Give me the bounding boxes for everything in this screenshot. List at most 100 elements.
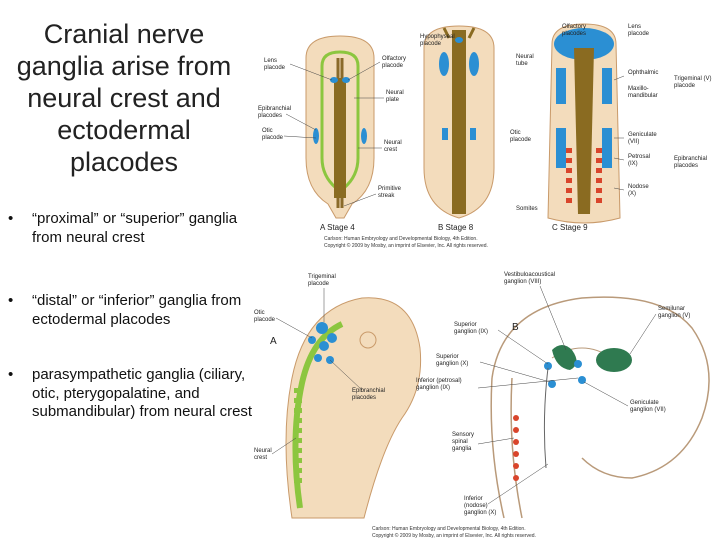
fig-label: Trigeminal — [308, 274, 336, 280]
fig-label: Nodose — [628, 184, 649, 190]
fig-label: placode — [420, 41, 442, 47]
svg-text:Geniculate(VII): Geniculate(VII) — [628, 132, 657, 145]
fig-label: Petrosal — [628, 154, 650, 160]
fig-label: Otic — [254, 310, 265, 316]
svg-text:Petrosal(IX): Petrosal(IX) — [628, 154, 650, 167]
figure-credit: Carlson: Human Embryology and Developmen… — [324, 236, 478, 242]
fig-label: Neural — [386, 90, 404, 96]
figure-credit: Copyright © 2009 by Mosby, an imprint of… — [372, 532, 536, 539]
fig-label: Vestibuloacoustical — [504, 272, 555, 278]
fig-label: placode — [674, 83, 696, 89]
fig-label: ganglion (VIII) — [504, 279, 541, 285]
bullet-item: • “distal” or “inferior” ganglia from ec… — [6, 292, 254, 329]
svg-text:Inferior (petrosal)ganglion (I: Inferior (petrosal)ganglion (IX) — [416, 378, 462, 391]
title-line: placodes — [69, 147, 179, 177]
fig-label: Inferior — [464, 496, 483, 502]
fig-label: Epibranchial — [352, 388, 385, 394]
bullet-item: • “proximal” or “superior” ganglia from … — [6, 210, 254, 247]
fig-label: Superior — [454, 322, 477, 328]
title-line: neural crest and — [27, 83, 221, 113]
stage-8-embryo — [423, 25, 495, 219]
bullet-text: “distal” or “inferior” ganglia from ecto… — [32, 292, 242, 328]
fig-label: Lens — [628, 24, 641, 30]
fig-label: crest — [254, 455, 267, 461]
fig-label: placode — [254, 317, 276, 323]
fig-label: Ophthalmic — [628, 70, 658, 76]
fig-label: Geniculate — [630, 400, 659, 406]
fig-label: Otic — [510, 130, 521, 136]
panel-label: B — [512, 322, 519, 333]
title-line: ectodermal — [57, 115, 191, 145]
panel-label: A — [270, 336, 277, 347]
stage-4-embryo — [305, 35, 375, 219]
fig-label: Primitive — [378, 186, 402, 192]
stage-label: A Stage 4 — [320, 223, 355, 232]
fig-label: placode — [382, 63, 404, 69]
fig-label: ganglion (IX) — [454, 329, 488, 335]
title-line: Cranial nerve — [43, 19, 205, 49]
fig-label: placode — [628, 31, 650, 37]
fig-label: Epibranchial — [258, 106, 291, 112]
fig-label: ganglion (X) — [464, 510, 496, 516]
fig-label: Lens — [264, 58, 277, 64]
fig-label: Superior — [436, 354, 459, 360]
fig-label: (IX) — [628, 161, 638, 167]
panel-b-brain — [490, 296, 710, 519]
fig-label: Neural — [516, 54, 534, 60]
fig-label: placodes — [562, 31, 586, 37]
fig-label: (nodose) — [464, 503, 488, 509]
fig-label: ganglion (X) — [436, 361, 468, 367]
bullet-text: “proximal” or “superior” ganglia from ne… — [32, 210, 238, 246]
fig-label: streak — [378, 193, 395, 199]
fig-label: placodes — [352, 395, 376, 401]
svg-text:Maxillo-mandibular: Maxillo-mandibular — [628, 86, 658, 99]
fig-label: ganglion (IX) — [416, 385, 450, 391]
stage-label: C Stage 9 — [552, 223, 588, 232]
fig-label: (VII) — [628, 139, 639, 145]
fig-label: ganglia — [452, 446, 472, 452]
fig-label: placodes — [258, 113, 282, 119]
title-line: ganglia arise from — [16, 51, 232, 81]
fig-label: placode — [264, 65, 286, 71]
fig-label: Semilunar — [658, 306, 685, 312]
svg-text:Nodose(X): Nodose(X) — [628, 184, 649, 197]
fig-label: crest — [384, 147, 397, 153]
fig-label: spinal — [452, 439, 468, 445]
fig-label: Otic — [262, 128, 273, 134]
fig-label: Neural — [254, 448, 272, 454]
slide-title: Cranial nerve ganglia arise from neural … — [4, 18, 244, 178]
fig-label: mandibular — [628, 93, 658, 99]
fig-label: Trigeminal (V) — [674, 76, 711, 82]
bullet-symbol: • — [8, 292, 14, 309]
fig-label: Inferior (petrosal) — [416, 378, 462, 384]
fig-label: ganglion (VII) — [630, 407, 666, 413]
figure-credit: Copyright © 2009 by Mosby, an imprint of… — [324, 242, 488, 249]
bullet-text: parasympathetic ganglia (ciliary, otic, … — [32, 366, 253, 420]
bullet-symbol: • — [8, 366, 14, 383]
fig-label: Epibranchial — [674, 156, 707, 162]
fig-label: Sensory — [452, 432, 474, 438]
fig-label: Geniculate — [628, 132, 657, 138]
